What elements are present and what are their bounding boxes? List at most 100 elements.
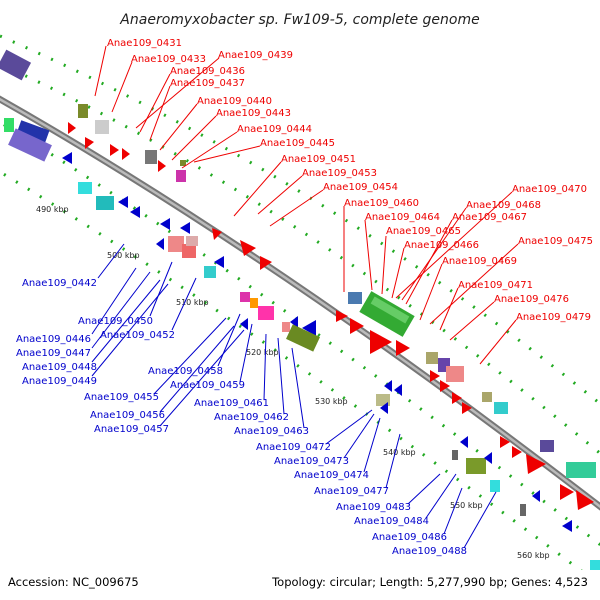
- gene-label-reverse: Anae109_0477: [314, 486, 389, 497]
- gene-label-forward: Anae109_0469: [442, 256, 517, 267]
- feature-arrow: [62, 152, 72, 164]
- label-leader: [277, 337, 285, 415]
- topology-footer: Topology: circular; Length: 5,277,990 bp…: [272, 575, 588, 589]
- gene-label-reverse: Anae109_0486: [372, 532, 447, 543]
- feature-arrow: [512, 446, 522, 458]
- gene-label-reverse: Anae109_0458: [148, 366, 223, 377]
- forward-features: [0, 49, 596, 510]
- gene-label-reverse: Anae109_0461: [194, 398, 269, 409]
- gene-label-reverse: Anae109_0457: [94, 424, 169, 435]
- gene-label-reverse: Anae109_0442: [22, 278, 97, 289]
- gene-label-reverse: Anae109_0449: [22, 376, 97, 387]
- label-leader: [159, 325, 235, 413]
- label-leader: [391, 247, 405, 299]
- dashed-track-outer-bottom: [0, 170, 583, 570]
- feature-box: [168, 236, 184, 252]
- feature-box: [186, 236, 198, 246]
- feature-arrow: [212, 228, 222, 240]
- feature-box: [590, 560, 600, 570]
- gene-label-forward: Anae109_0464: [365, 212, 440, 223]
- gene-label-forward: Anae109_0436: [170, 66, 245, 77]
- feature-box: [180, 160, 186, 166]
- label-leader: [419, 263, 443, 321]
- forward-gene-labels: [94, 45, 519, 365]
- gene-label-forward: Anae109_0476: [494, 294, 569, 305]
- label-leader: [91, 267, 137, 335]
- gene-label-reverse: Anae109_0483: [336, 502, 411, 513]
- gene-label-forward: Anae109_0444: [237, 124, 312, 135]
- genome-backbone-highlight: [0, 97, 600, 509]
- label-leader: [263, 333, 267, 401]
- gene-label-forward: Anae109_0475: [518, 236, 593, 247]
- label-leader: [91, 283, 169, 377]
- feature-arrow: [260, 256, 272, 270]
- feature-arrow: [562, 520, 572, 532]
- label-leader: [425, 473, 457, 519]
- feature-box: [282, 322, 290, 332]
- label-leader: [381, 235, 387, 295]
- reverse-gene-labels: [91, 243, 497, 549]
- reverse-features: [4, 118, 600, 570]
- label-leader: [443, 487, 463, 535]
- gene-label-reverse: Anae109_0488: [392, 546, 467, 557]
- feature-arrow: [384, 380, 392, 392]
- feature-arrow: [240, 240, 256, 256]
- gene-label-forward: Anae109_0466: [404, 240, 479, 251]
- feature-arrow: [576, 490, 594, 510]
- feature-arrow: [110, 144, 119, 156]
- feature-box: [96, 196, 114, 210]
- gene-label-reverse: Anae109_0447: [16, 348, 91, 359]
- label-leader: [363, 417, 381, 473]
- feature-arrow: [118, 196, 128, 208]
- feature-box: [16, 120, 50, 144]
- label-leader: [139, 73, 171, 133]
- feature-arrow: [350, 318, 364, 334]
- feature-arrow: [396, 340, 410, 356]
- gene-label-forward: Anae109_0467: [452, 212, 527, 223]
- gene-label-forward: Anae109_0460: [344, 198, 419, 209]
- feature-box: [370, 296, 410, 324]
- feature-box: [482, 392, 492, 402]
- feature-box: [258, 306, 274, 320]
- scale-label: 540 kbp: [383, 448, 416, 457]
- gene-label-forward: Anae109_0433: [131, 54, 206, 65]
- gene-label-forward: Anae109_0470: [512, 184, 587, 195]
- feature-arrow: [500, 436, 510, 448]
- feature-box: [466, 458, 486, 474]
- gene-label-reverse: Anae109_0455: [84, 392, 159, 403]
- label-leader: [401, 207, 467, 301]
- label-leader: [97, 243, 125, 279]
- scale-label: 530 kbp: [315, 397, 348, 406]
- gene-label-forward: Anae109_0479: [516, 312, 591, 323]
- label-leader: [325, 409, 373, 445]
- feature-box: [78, 104, 88, 118]
- label-leader: [429, 243, 519, 325]
- scale-label: 550 kbp: [450, 501, 483, 510]
- gene-label-forward: Anae109_0453: [302, 168, 377, 179]
- gene-label-reverse: Anae109_0446: [16, 334, 91, 345]
- label-leader: [385, 433, 401, 489]
- feature-arrow: [440, 380, 450, 392]
- gene-label-forward: Anae109_0468: [466, 200, 541, 211]
- gene-label-forward: Anae109_0439: [218, 50, 293, 61]
- feature-box: [240, 292, 250, 302]
- feature-arrow: [452, 392, 462, 404]
- gene-label-forward: Anae109_0440: [197, 96, 272, 107]
- feature-box: [376, 394, 390, 406]
- label-leader: [159, 103, 198, 151]
- scale-label: 520 kbp: [246, 348, 279, 357]
- feature-arrow: [122, 148, 130, 160]
- gene-label-reverse: Anae109_0473: [274, 456, 349, 467]
- label-leader: [239, 323, 253, 383]
- feature-arrow: [156, 238, 164, 250]
- feature-box: [78, 182, 92, 194]
- label-leader: [463, 491, 497, 549]
- feature-arrow: [302, 320, 316, 336]
- gene-label-reverse: Anae109_0459: [170, 380, 245, 391]
- scale-labels: 490 kbp 500 kbp 510 kbp 520 kbp 530 kbp …: [36, 205, 550, 560]
- feature-box: [490, 480, 500, 492]
- label-leader: [257, 175, 303, 215]
- feature-arrow: [158, 160, 166, 172]
- label-leader: [153, 317, 227, 395]
